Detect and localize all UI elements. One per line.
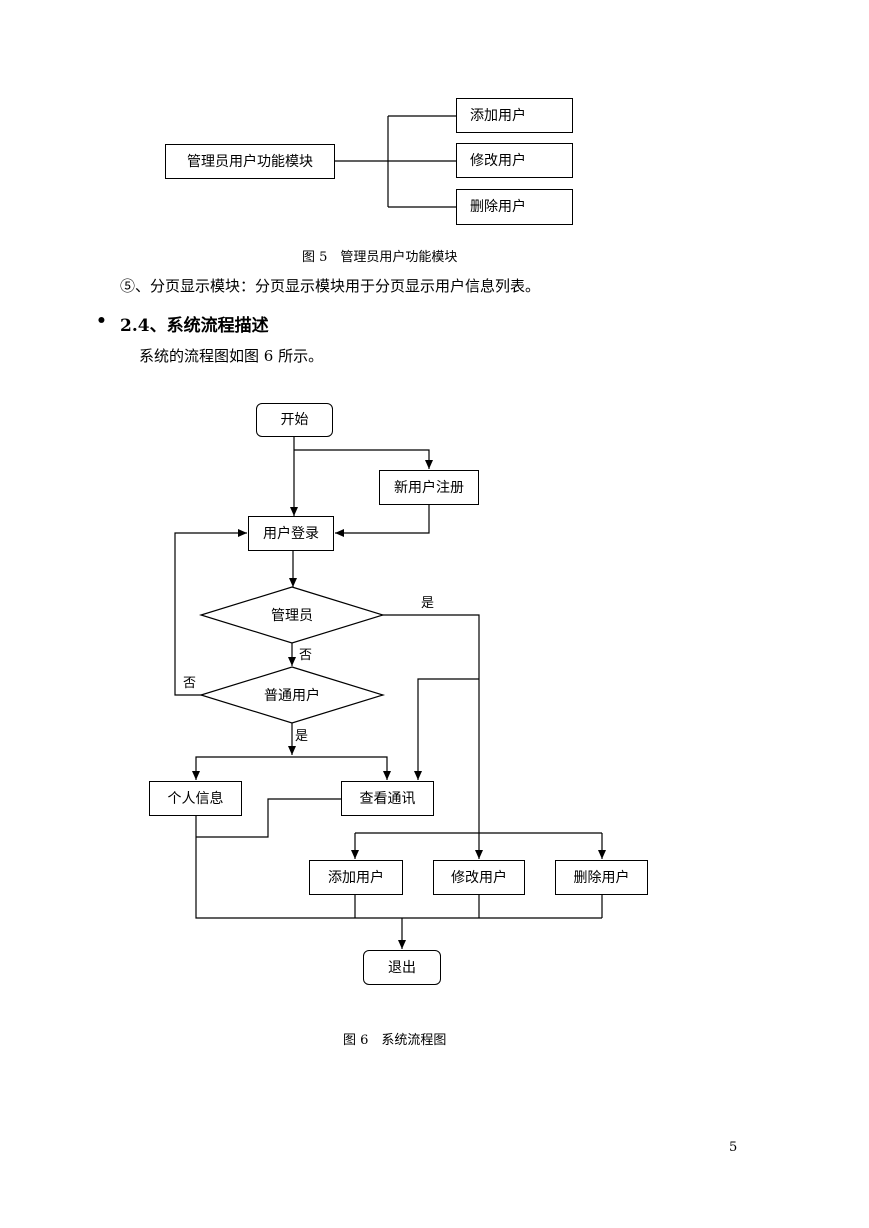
figure6-caption: 图 6 系统流程图 xyxy=(343,1033,447,1048)
decision-admin-label: 管理员 xyxy=(271,608,313,624)
label-admin-no: 否 xyxy=(299,648,313,663)
arrow-register-to-login xyxy=(335,505,430,537)
flow-add-user: 添加用户 xyxy=(309,860,403,895)
page-number: 5 xyxy=(729,1140,738,1155)
paragraph-paging-module: ⑤、分页显示模块：分页显示模块用于分页显示用户信息列表。 xyxy=(120,277,541,295)
arrow-user-no-to-login xyxy=(174,529,247,696)
flow-personal-info: 个人信息 xyxy=(149,781,242,816)
figure5-caption: 图 5 管理员用户功能模块 xyxy=(302,250,458,265)
flow-register: 新用户注册 xyxy=(379,470,479,505)
flow-modify-user: 修改用户 xyxy=(433,860,525,895)
decision-admin-shape xyxy=(198,586,386,644)
flow-delete-user: 删除用户 xyxy=(555,860,648,895)
arrow-admin-yes xyxy=(383,614,483,859)
fig5-child-modify-user: 修改用户 xyxy=(456,143,573,178)
fig5-child-delete-user: 删除用户 xyxy=(456,189,573,225)
arrow-admin-to-contacts xyxy=(414,678,479,780)
label-user-no: 否 xyxy=(183,676,197,691)
label-admin-yes: 是 xyxy=(421,596,435,611)
fig5-child-add-user: 添加用户 xyxy=(456,98,573,133)
decision-user-shape xyxy=(198,666,386,724)
flow-view-contacts: 查看通讯 xyxy=(341,781,434,816)
label-user-yes: 是 xyxy=(295,729,309,744)
flow-start: 开始 xyxy=(256,403,333,437)
arrow-to-personal-info xyxy=(192,756,292,780)
flow-login: 用户登录 xyxy=(248,516,334,551)
arrow-to-view-contacts xyxy=(292,756,391,780)
bullet: • xyxy=(96,311,107,331)
flow-exit: 退出 xyxy=(363,950,441,985)
fig5-root-module: 管理员用户功能模块 xyxy=(165,144,335,179)
decision-user-label: 普通用户 xyxy=(264,688,320,704)
arrow-start-to-register xyxy=(294,449,433,469)
section-intro: 系统的流程图如图 6 所示。 xyxy=(139,347,324,365)
section-heading: 2.4、系统流程描述 xyxy=(120,316,269,336)
